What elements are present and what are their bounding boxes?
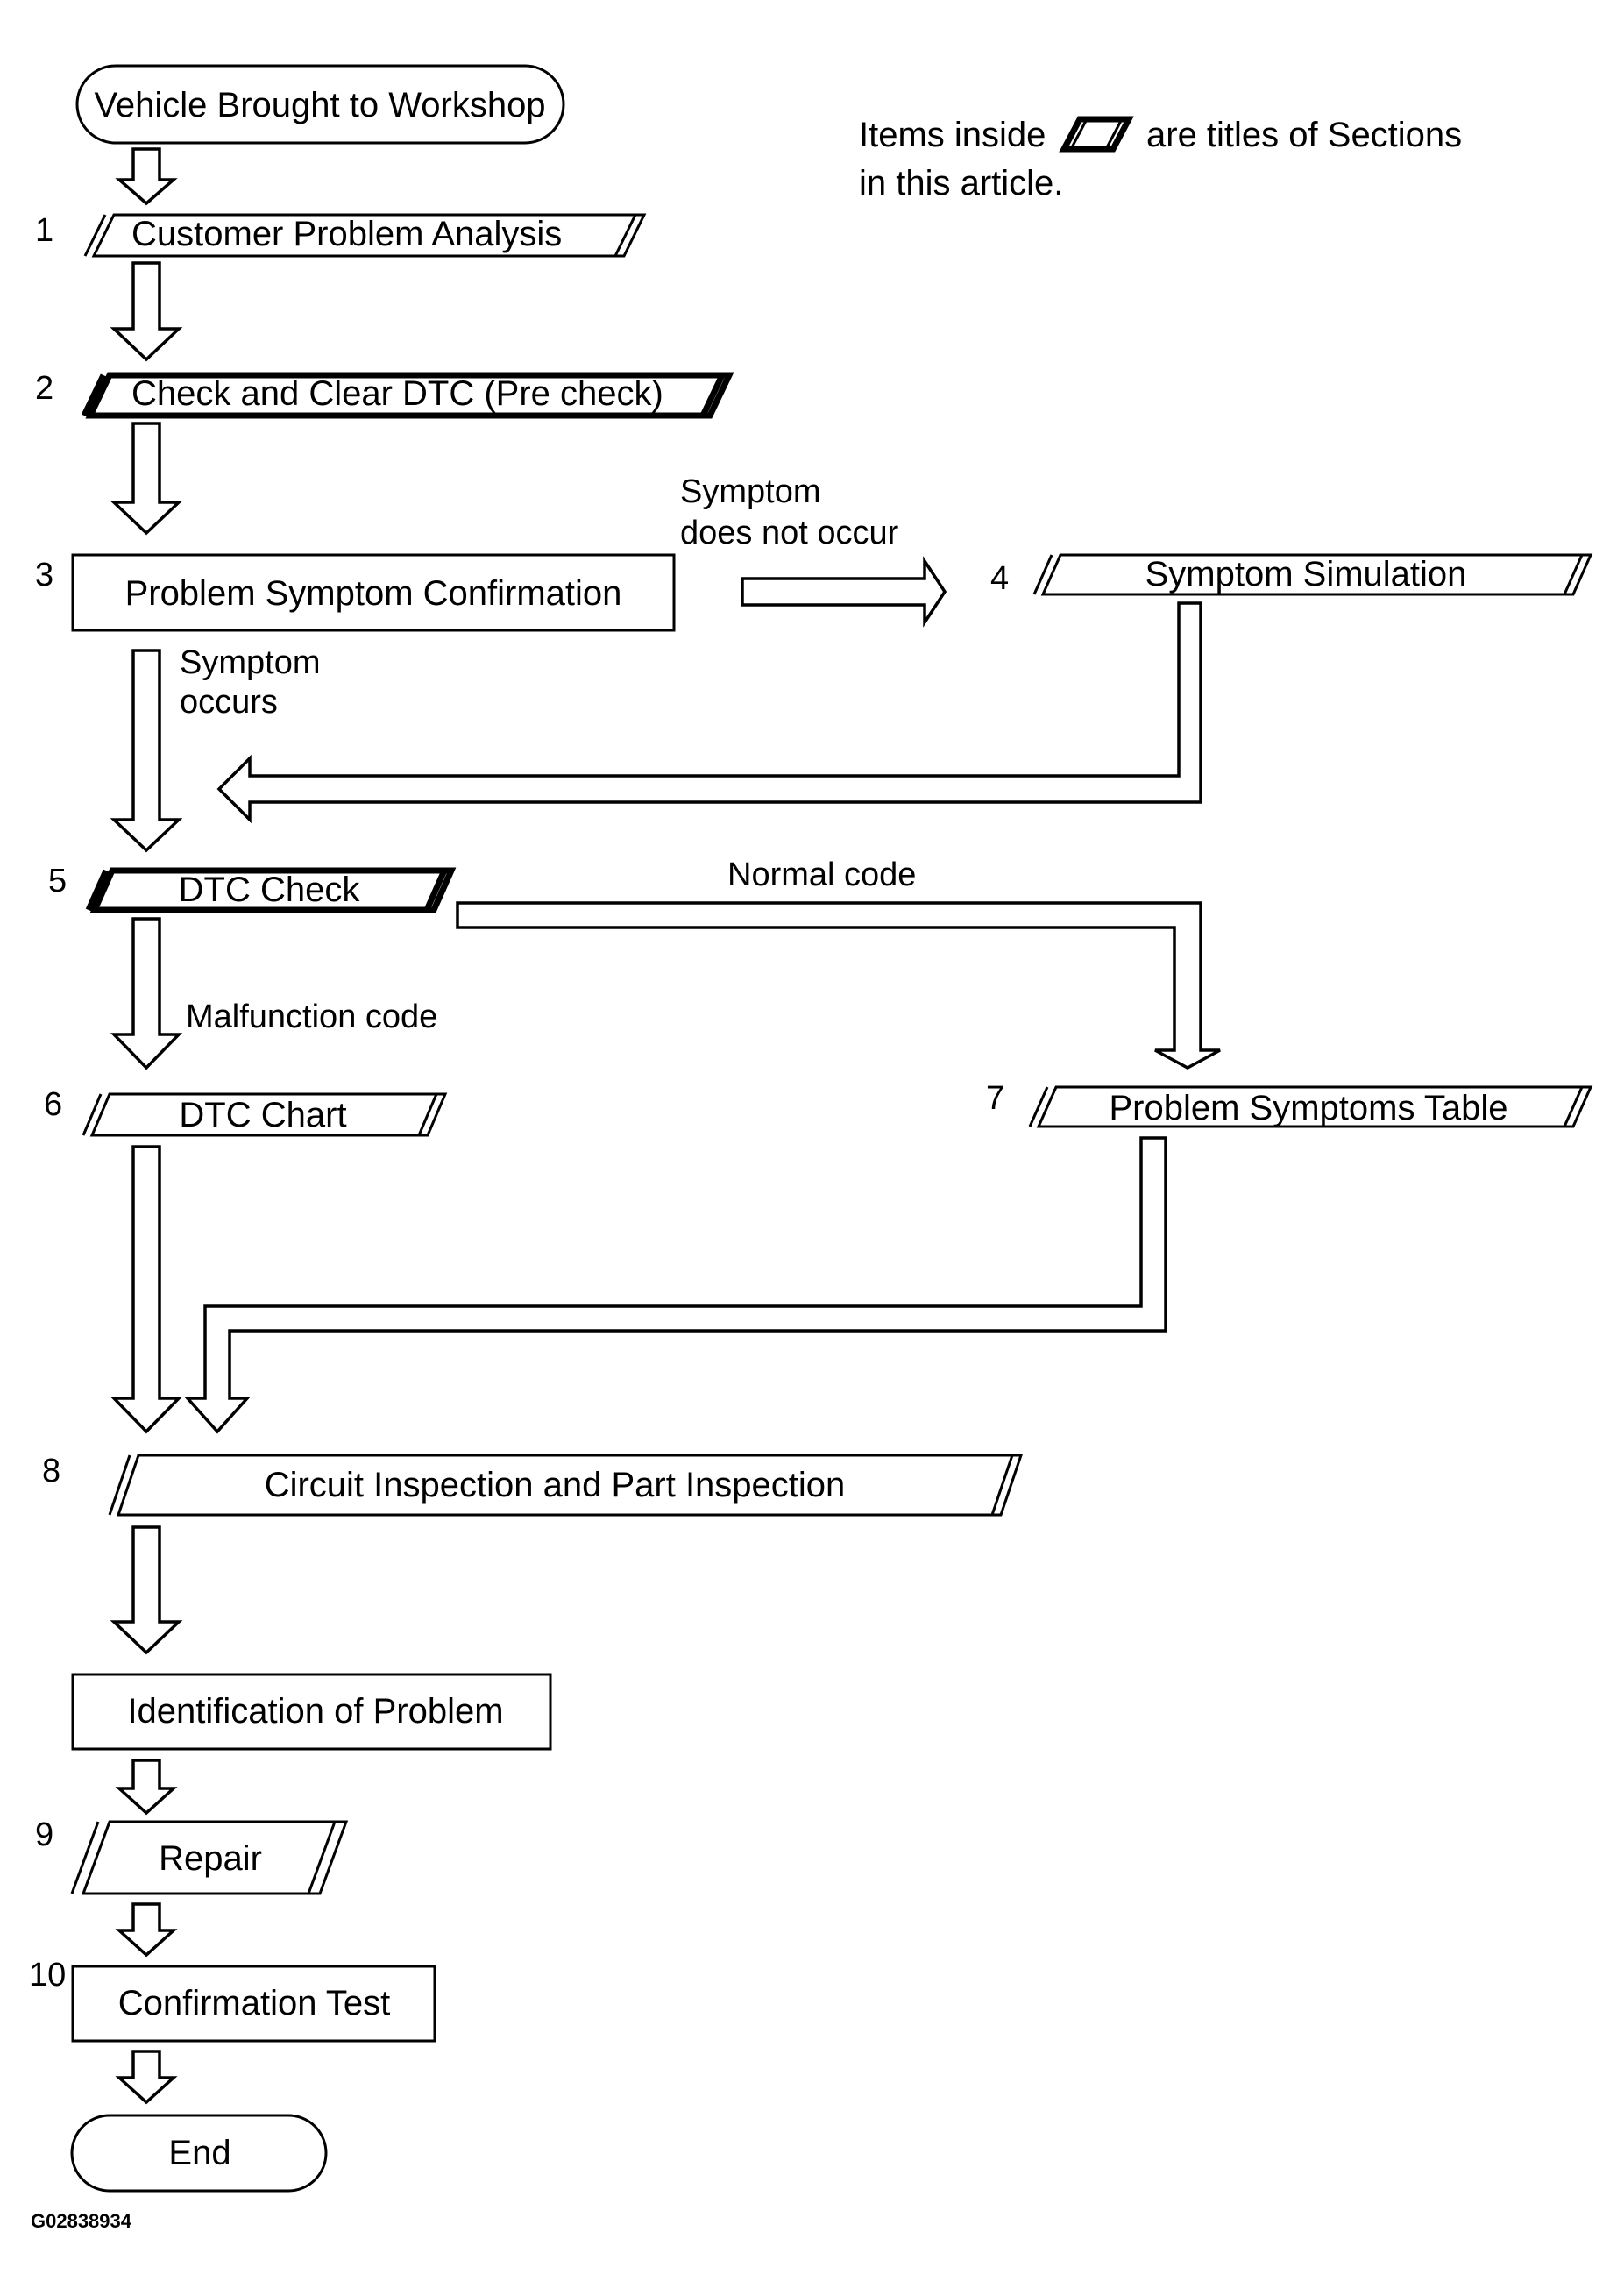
section-title-check-and-clear-dtc: Check and Clear DTC (Pre check) — [81, 372, 734, 419]
branch-label-occurs-2: occurs — [180, 684, 278, 721]
process-identification-of-problem: Identification of Problem — [71, 1673, 552, 1751]
section-title-dtc-chart: DTC Chart — [82, 1092, 448, 1137]
step-number-9: 9 — [35, 1816, 53, 1853]
flow-arrow-1-to-2 — [110, 261, 183, 362]
step-label-3: Problem Symptom Confirmation — [125, 574, 622, 613]
section-title-problem-symptoms-table: Problem Symptoms Table — [1028, 1085, 1593, 1128]
step-number-5: 5 — [48, 863, 67, 899]
legend-text-before: Items inside — [859, 116, 1046, 154]
step-number-3: 3 — [35, 557, 53, 594]
flow-arrow-5-to-7 — [456, 901, 1221, 1070]
flow-arrow-identification-to-9 — [115, 1759, 178, 1816]
flow-arrow-10-to-end — [115, 2050, 178, 2105]
branch-label-normal-code: Normal code — [727, 857, 916, 893]
step-label-9: Repair — [159, 1839, 262, 1878]
step-number-8: 8 — [42, 1453, 60, 1489]
step-number-1: 1 — [35, 212, 53, 249]
step-label-4: Symptom Simulation — [1145, 555, 1467, 594]
branch-label-occurs-1: Symptom — [180, 644, 320, 681]
flow-arrow-9-to-10 — [115, 1902, 178, 1958]
figure-code: G02838934 — [31, 2210, 132, 2232]
flow-arrow-6-to-8 — [110, 1145, 183, 1434]
section-title-repair: Repair — [70, 1820, 349, 1895]
legend-text-line2: in this article. — [859, 164, 1063, 203]
flow-arrow-8-to-identification — [110, 1525, 183, 1655]
step-number-6: 6 — [44, 1086, 62, 1123]
step-label-1: Customer Problem Analysis — [131, 215, 562, 253]
branch-label-not-occur-2: does not occur — [680, 515, 899, 551]
branch-label-not-occur-1: Symptom — [680, 473, 820, 510]
step-label-6: DTC Chart — [179, 1096, 346, 1134]
legend-parallelogram-icon — [1059, 116, 1134, 153]
process-confirmation-test: Confirmation Test — [71, 1965, 436, 2043]
end-terminal: End — [70, 2114, 328, 2193]
step-label-10: Confirmation Test — [118, 1984, 391, 2022]
section-title-circuit-inspection: Circuit Inspection and Part Inspection — [108, 1454, 1024, 1517]
step-number-7: 7 — [986, 1080, 1004, 1117]
flow-arrow-3-to-5 — [110, 649, 183, 853]
step-label-8: Circuit Inspection and Part Inspection — [265, 1466, 846, 1504]
flow-arrow-start-to-1 — [115, 147, 178, 206]
section-title-symptom-simulation: Symptom Simulation — [1032, 553, 1593, 596]
identification-label: Identification of Problem — [127, 1692, 503, 1731]
start-terminal: Vehicle Brought to Workshop — [75, 64, 565, 145]
flow-arrow-2-to-3 — [110, 422, 183, 536]
step-number-2: 2 — [35, 370, 53, 407]
flow-arrow-3-to-4 — [741, 556, 947, 628]
step-label-5: DTC Check — [179, 871, 361, 909]
start-label: Vehicle Brought to Workshop — [94, 86, 545, 124]
legend-text-after: are titles of Sections — [1146, 116, 1462, 154]
step-number-4: 4 — [990, 560, 1009, 597]
flow-arrow-5-to-6 — [110, 917, 183, 1070]
step-label-7: Problem Symptoms Table — [1110, 1089, 1508, 1127]
legend: Items inside are titles of Sections in t… — [859, 116, 1462, 203]
process-problem-symptom-confirmation: Problem Symptom Confirmation — [71, 553, 676, 632]
section-title-customer-problem-analysis: Customer Problem Analysis — [83, 213, 647, 258]
section-title-dtc-check: DTC Check — [85, 867, 457, 913]
step-label-2: Check and Clear DTC (Pre check) — [131, 374, 663, 413]
step-number-10: 10 — [29, 1957, 66, 1994]
end-label: End — [168, 2134, 230, 2172]
flow-arrow-4-to-5 — [216, 601, 1202, 824]
flow-arrow-7-to-8 — [184, 1136, 1167, 1434]
branch-label-malfunction-code: Malfunction code — [186, 999, 437, 1035]
